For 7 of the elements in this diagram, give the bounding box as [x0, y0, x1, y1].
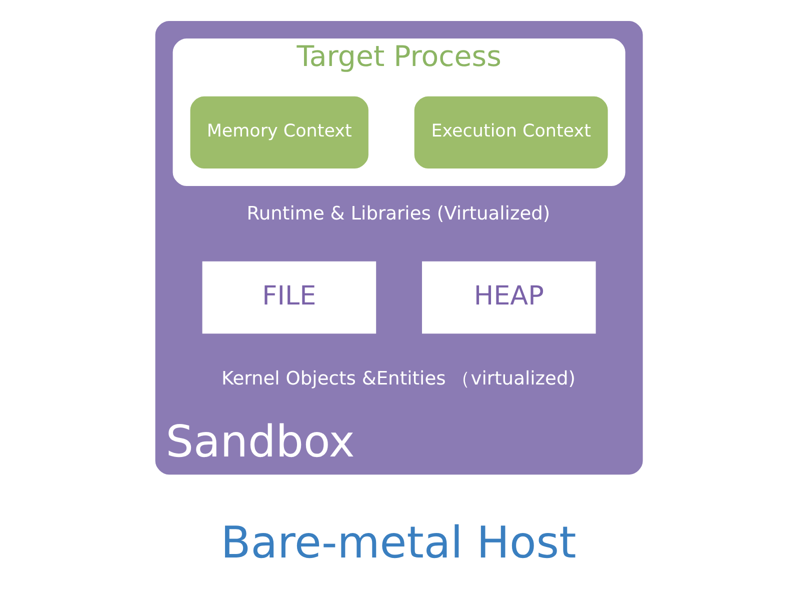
node-box: FILE — [202, 261, 376, 334]
label: Runtime & Libraries (Virtualized) — [246, 203, 550, 224]
label: Kernel Objects &Entities （virtualized) — [221, 368, 576, 390]
node-text: Bare-metal Host — [220, 518, 576, 569]
node-box: Memory Context — [190, 96, 368, 169]
node-box: HEAP — [422, 261, 596, 334]
node-box: Execution Context — [414, 96, 608, 169]
